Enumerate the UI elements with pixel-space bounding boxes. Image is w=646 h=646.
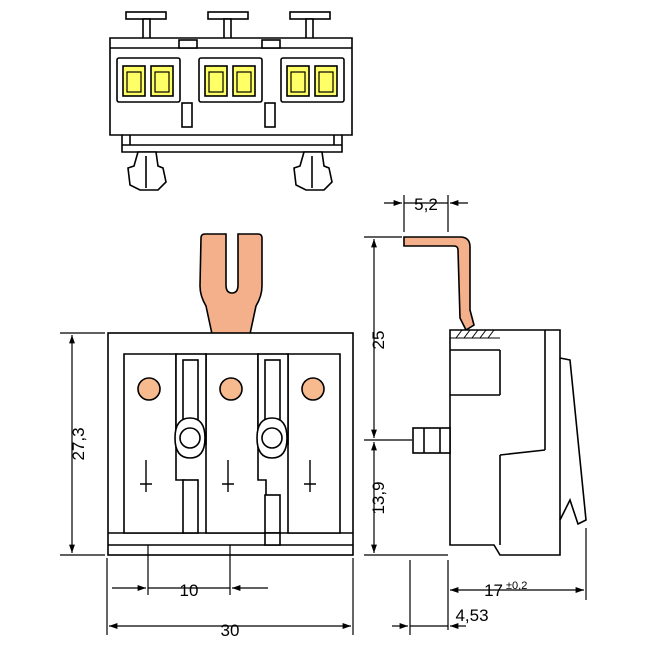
dim-height-front: 27,3 [69, 427, 88, 460]
polarity-marks [140, 460, 316, 492]
dim-width-total: 30 [221, 621, 240, 640]
test-openings [137, 377, 325, 401]
side-pin [412, 427, 451, 454]
dimension-lines [60, 195, 587, 635]
dim-depth-tolerance: ±0,2 [506, 580, 527, 592]
dim-side-offset: 4,53 [455, 606, 488, 625]
side-housing [449, 329, 587, 556]
snap-in-feet [127, 151, 333, 191]
top-view [109, 11, 353, 191]
dim-pitch: 10 [180, 581, 199, 600]
front-view [107, 233, 354, 556]
dim-height-lever: 25 [369, 331, 388, 350]
dimension-labels: 27,3 10 30 25 13,9 5,2 17 ±0,2 4,53 [69, 195, 527, 640]
dim-lever-offset: 5,2 [414, 195, 438, 214]
release-openings [174, 417, 288, 459]
dim-depth: 17 [484, 581, 503, 600]
side-lever [403, 236, 475, 332]
orange-lever [199, 233, 263, 335]
side-view [403, 236, 587, 556]
yellow-contacts [122, 65, 338, 97]
dim-height-lower: 13,9 [369, 481, 388, 514]
top-plungers [125, 11, 331, 50]
